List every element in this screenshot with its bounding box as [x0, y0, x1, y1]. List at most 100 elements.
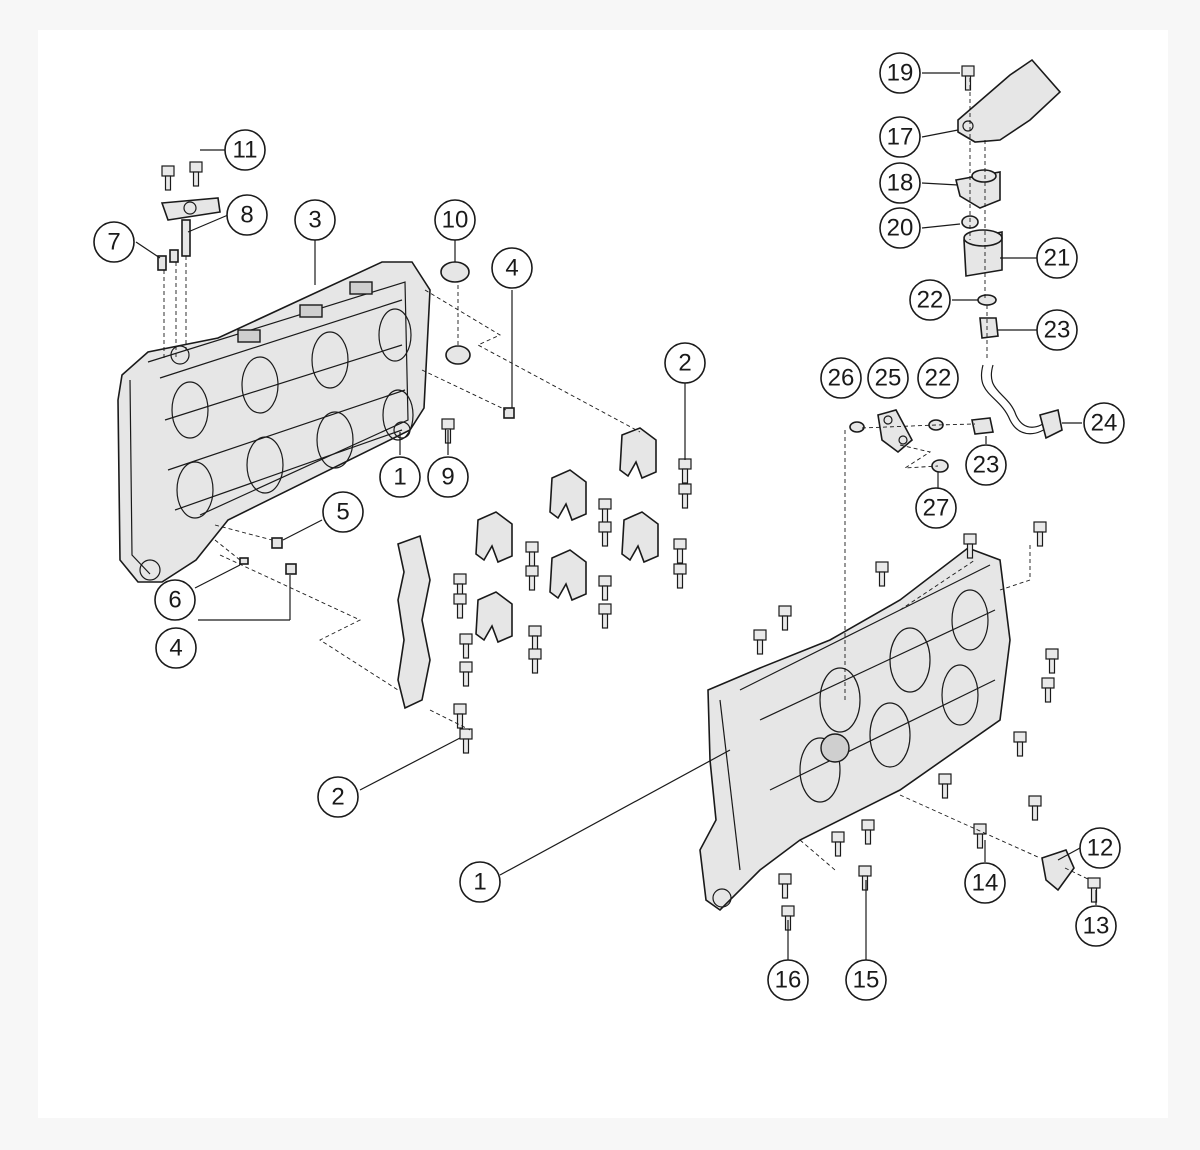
svg-text:24: 24: [1091, 410, 1118, 437]
svg-text:7: 7: [107, 229, 120, 256]
svg-text:9: 9: [441, 464, 454, 491]
lower-cam-carrier: [699, 547, 1011, 912]
callout-6: 6: [154, 579, 196, 621]
svg-text:23: 23: [973, 452, 1000, 479]
callout-3: 3: [294, 199, 336, 241]
svg-text:12: 12: [1087, 835, 1114, 862]
svg-text:23: 23: [1044, 317, 1071, 344]
bolt: [453, 593, 467, 619]
callout-22-lower: 22: [917, 357, 959, 399]
bolt: [459, 661, 473, 687]
svg-text:14: 14: [972, 870, 999, 897]
upper-cam-housing: [117, 261, 431, 583]
svg-text:1: 1: [393, 464, 406, 491]
bolt: [1013, 731, 1027, 757]
callout-25: 25: [867, 357, 909, 399]
callout-21: 21: [1036, 237, 1078, 279]
svg-text:26: 26: [828, 365, 855, 392]
svg-text:17: 17: [887, 124, 914, 151]
bolt: [678, 483, 692, 509]
callout-1-lower: 1: [459, 861, 501, 903]
svg-text:19: 19: [887, 60, 914, 87]
bearing-caps: [397, 427, 659, 710]
callout-27: 27: [915, 487, 957, 529]
callout-22-upper: 22: [909, 279, 951, 321]
svg-text:22: 22: [925, 365, 952, 392]
callout-18: 18: [879, 162, 921, 204]
svg-text:10: 10: [442, 207, 469, 234]
bolt: [1045, 648, 1059, 674]
callout-7: 7: [93, 221, 135, 263]
bolt: [673, 538, 687, 564]
callout-19: 19: [879, 52, 921, 94]
callout-23-lower: 23: [965, 444, 1007, 486]
svg-text:16: 16: [775, 967, 802, 994]
svg-text:27: 27: [923, 495, 950, 522]
bolt: [961, 65, 975, 91]
callout-9: 9: [427, 456, 469, 498]
callout-12: 12: [1079, 827, 1121, 869]
svg-text:13: 13: [1083, 913, 1110, 940]
bolt: [963, 533, 977, 559]
bolt: [778, 873, 792, 899]
svg-text:4: 4: [169, 635, 182, 662]
bolt: [938, 773, 952, 799]
bolt: [459, 633, 473, 659]
leader-lines: [135, 72, 1097, 960]
callout-24: 24: [1083, 402, 1125, 444]
bolt: [778, 605, 792, 631]
callout-26: 26: [820, 357, 862, 399]
callout-20: 20: [879, 207, 921, 249]
svg-text:11: 11: [233, 137, 258, 164]
bolt: [459, 728, 473, 754]
bolt: [861, 819, 875, 845]
svg-text:25: 25: [875, 365, 902, 392]
bolt: [875, 561, 889, 587]
svg-text:2: 2: [331, 784, 344, 811]
bolt: [973, 823, 987, 849]
callout-4-upper: 4: [491, 247, 533, 289]
svg-text:2: 2: [678, 350, 691, 377]
callout-10: 10: [434, 199, 476, 241]
svg-text:4: 4: [505, 255, 518, 282]
svg-text:6: 6: [168, 587, 181, 614]
callout-layer: 19 17 18 20 21 22 23 26 25 22 24 23 27 1…: [93, 52, 1125, 1001]
callout-1-upper: 1: [379, 456, 421, 498]
bolt: [673, 563, 687, 589]
bolt: [831, 831, 845, 857]
callout-11: 11: [224, 129, 266, 171]
svg-text:8: 8: [240, 202, 253, 229]
svg-text:20: 20: [887, 215, 914, 242]
svg-text:15: 15: [853, 967, 880, 994]
svg-text:5: 5: [336, 499, 349, 526]
bolt: [1041, 677, 1055, 703]
bolt: [598, 575, 612, 601]
bolt: [598, 521, 612, 547]
callout-16: 16: [767, 959, 809, 1001]
bolt: [528, 648, 542, 674]
svg-text:1: 1: [473, 869, 486, 896]
bolt: [753, 629, 767, 655]
sensor-stack: [849, 58, 1075, 892]
bolt: [598, 603, 612, 629]
svg-text:18: 18: [887, 170, 914, 197]
assembly-lines: [163, 78, 1091, 881]
callout-15: 15: [845, 959, 887, 1001]
bolt: [1028, 795, 1042, 821]
callout-23-upper: 23: [1036, 309, 1078, 351]
svg-text:21: 21: [1044, 245, 1071, 272]
bolt: [161, 165, 175, 191]
svg-text:22: 22: [917, 287, 944, 314]
bolt: [1033, 521, 1047, 547]
callout-2-upper: 2: [664, 342, 706, 384]
callout-4-lower: 4: [155, 627, 197, 669]
callout-2-lower: 2: [317, 776, 359, 818]
callout-14: 14: [964, 862, 1006, 904]
callout-13: 13: [1075, 905, 1117, 947]
bolt: [858, 865, 872, 891]
svg-text:3: 3: [308, 207, 321, 234]
callout-8: 8: [226, 194, 268, 236]
callout-17: 17: [879, 116, 921, 158]
bolt: [189, 161, 203, 187]
